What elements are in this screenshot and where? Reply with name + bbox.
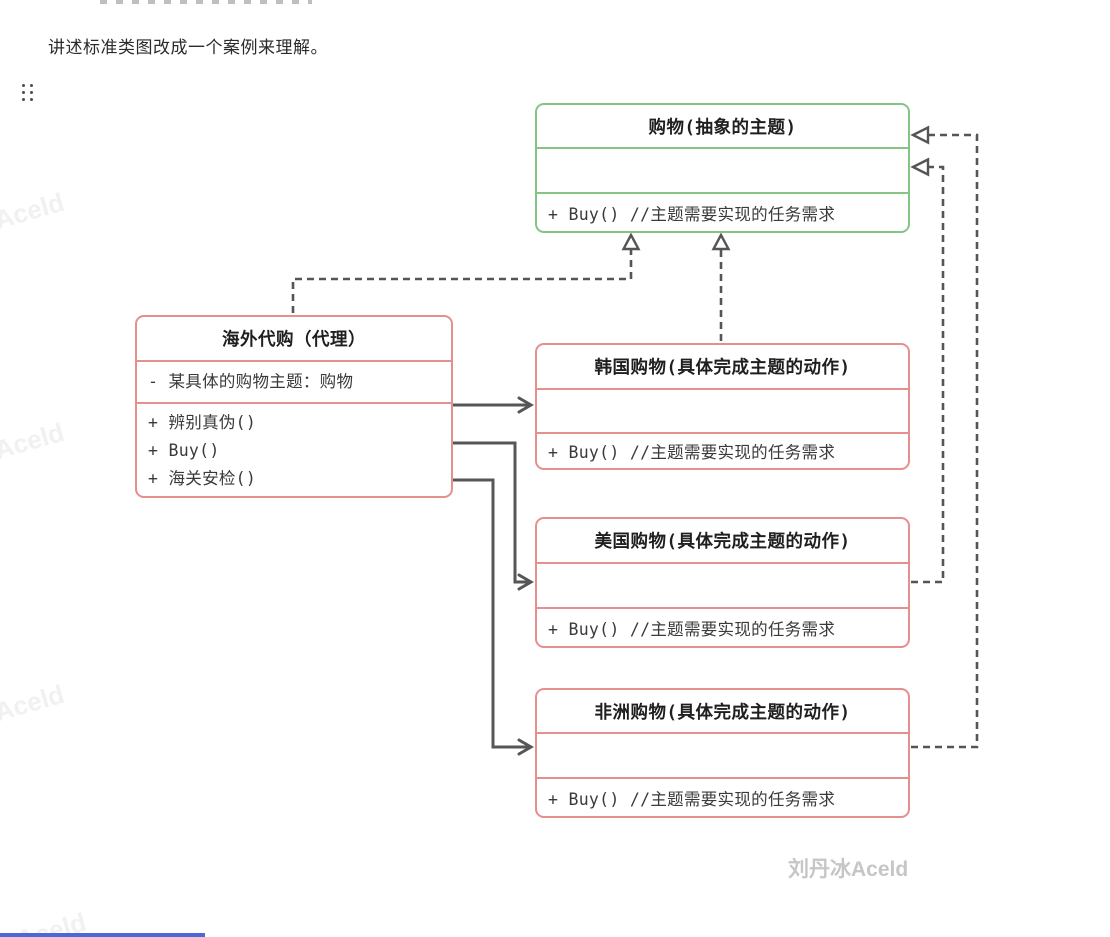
tile-watermark: Aceld [0, 678, 68, 728]
realization-africa-to-subject [910, 125, 979, 749]
class-title: 美国购物(具体完成主题的动作) [594, 532, 851, 552]
class-methods: + Buy() //主题需要实现的任务需求 [537, 192, 908, 235]
association-proxy-to-usa [453, 441, 534, 591]
uml-class-korea: 韩国购物(具体完成主题的动作) + Buy() //主题需要实现的任务需求 [535, 343, 910, 470]
bottom-scroll-indicator [0, 933, 205, 937]
class-title: 海外代购（代理） [222, 330, 366, 350]
class-attributes [537, 147, 908, 192]
tile-watermark: Aceld [0, 186, 68, 236]
method-line: + Buy() //主题需要实现的任务需求 [548, 204, 836, 224]
class-attributes [537, 388, 908, 432]
class-methods: + Buy() //主题需要实现的任务需求 [537, 432, 908, 472]
class-title: 非洲购物(具体完成主题的动作) [594, 702, 851, 723]
class-methods: + Buy() //主题需要实现的任务需求 [537, 607, 908, 650]
method-line: + Buy() [148, 441, 220, 460]
class-attributes [537, 562, 908, 607]
class-attributes: - 某具体的购物主题：购物 [137, 360, 451, 402]
association-proxy-to-korea [453, 396, 534, 414]
uml-class-abstract-subject: 购物(抽象的主题) + Buy() //主题需要实现的任务需求 [535, 103, 910, 233]
association-proxy-to-africa [453, 478, 534, 756]
realization-usa-to-subject [910, 157, 945, 584]
class-methods: + 辨别真伪() + Buy() + 海关安检() [137, 402, 451, 500]
attribute-line: - 某具体的购物主题：购物 [148, 372, 354, 391]
method-line: + Buy() //主题需要实现的任务需求 [548, 619, 836, 639]
method-line: + Buy() //主题需要实现的任务需求 [548, 443, 836, 462]
class-methods: + Buy() //主题需要实现的任务需求 [537, 777, 908, 820]
realization-korea-to-subject [711, 232, 731, 341]
method-line: + 海关安检() [148, 469, 257, 488]
clipped-previous-line [100, 0, 312, 4]
signature-watermark: 刘丹冰Aceld [788, 858, 909, 881]
uml-class-africa: 非洲购物(具体完成主题的动作) + Buy() //主题需要实现的任务需求 [535, 688, 910, 818]
class-title: 韩国购物(具体完成主题的动作) [594, 358, 851, 378]
class-title: 购物(抽象的主题) [648, 117, 797, 138]
class-attributes [537, 732, 908, 777]
realization-proxy-to-subject [291, 232, 641, 313]
tile-watermark: Aceld [0, 416, 68, 466]
method-line: + 辨别真伪() [148, 413, 257, 432]
block-drag-handle-icon[interactable] [22, 84, 36, 102]
method-line: + Buy() //主题需要实现的任务需求 [548, 789, 836, 809]
uml-class-usa: 美国购物(具体完成主题的动作) + Buy() //主题需要实现的任务需求 [535, 517, 910, 648]
intro-paragraph: 讲述标准类图改成一个案例来理解。 [48, 38, 328, 57]
uml-class-proxy: 海外代购（代理） - 某具体的购物主题：购物 + 辨别真伪() + Buy() … [135, 315, 453, 498]
